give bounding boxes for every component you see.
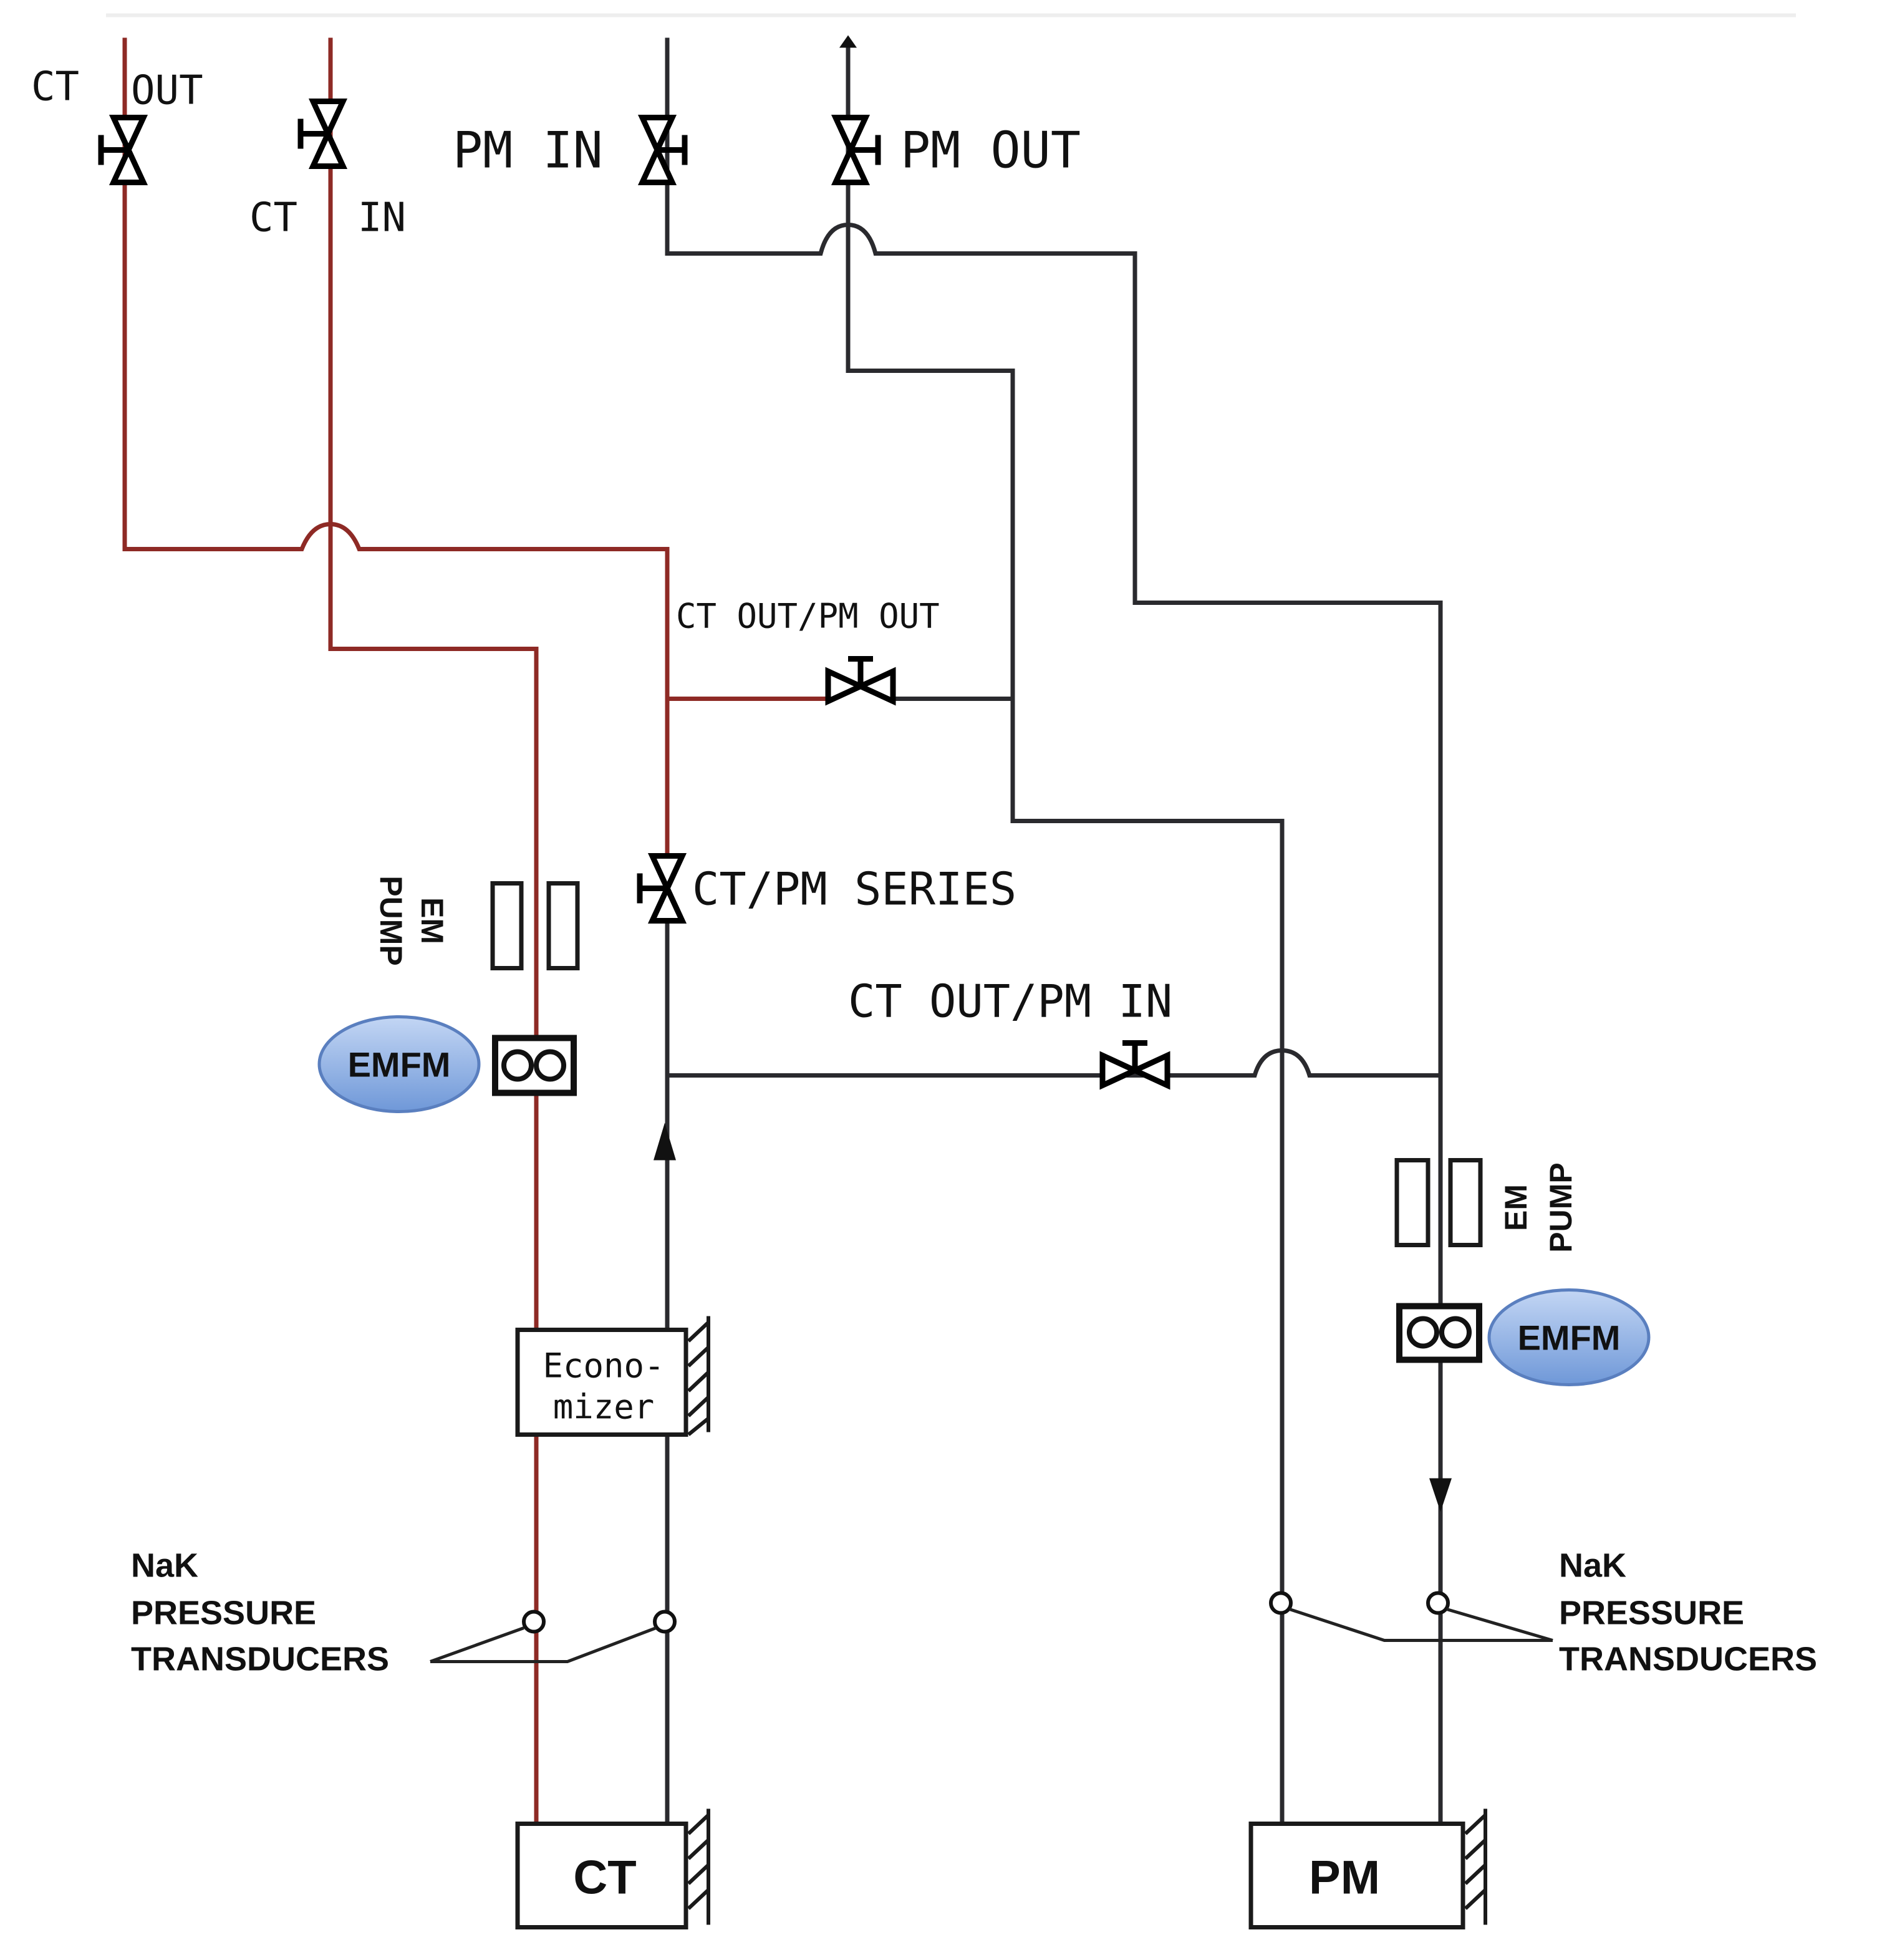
pm-in-valve-icon[interactable] (642, 118, 685, 183)
pm-out-label: PM OUT (900, 122, 1081, 180)
left-emfm-label: EMFM (348, 1045, 451, 1084)
left-transducer-1-icon[interactable] (522, 1610, 546, 1634)
flowmeter-coil-icon (501, 1049, 534, 1082)
left-transducer-label-2: PRESSURE (131, 1595, 316, 1632)
left-transducer-leader (430, 1626, 657, 1663)
left-flowmeter[interactable] (492, 1035, 577, 1096)
right-emfm-badge[interactable] (1487, 1288, 1651, 1386)
ct-pm-series-label: CT/PM SERIES (692, 863, 1016, 915)
ct-pm-series-valve-icon[interactable] (640, 856, 682, 921)
right-transducer-2-icon[interactable] (1426, 1591, 1450, 1615)
right-transducer-label-2: PRESSURE (1559, 1595, 1744, 1632)
pump-label: PUMP (1543, 1162, 1578, 1252)
pm-tank-label: PM (1309, 1851, 1380, 1904)
ct-tank[interactable] (515, 1822, 688, 1929)
pm-ground-hatch-icon (1464, 1808, 1487, 1925)
economizer-label-2: mizer (553, 1388, 655, 1427)
ct-ground-hatch-icon (687, 1808, 710, 1925)
ct-in-pipe (328, 37, 539, 1824)
em-pump-coil-icon (1394, 1158, 1431, 1247)
right-transducer-1-icon[interactable] (1269, 1591, 1293, 1615)
pm-in-pipe (665, 37, 1443, 1824)
ct-out-pm-out-label: CT OUT/PM OUT (676, 597, 940, 636)
em-label: EM (415, 897, 450, 944)
em-pump-coil-icon (490, 881, 524, 970)
em-label: EM (1498, 1184, 1533, 1231)
pm-out-pipe (846, 44, 1285, 1824)
left-transducer-label-1: NaK (131, 1547, 198, 1585)
right-transducer-label-1: NaK (1559, 1547, 1626, 1585)
ct-in-label-in: IN (358, 195, 406, 241)
ct-out-pm-out-valve-icon[interactable] (828, 659, 893, 702)
pm-in-label: PM IN (453, 122, 603, 180)
ct-in-valve-icon[interactable] (301, 102, 343, 167)
flow-arrow-down-icon (1429, 1478, 1452, 1512)
flowmeter-coil-icon (534, 1049, 566, 1082)
economizer-box[interactable] (515, 1328, 688, 1437)
flowmeter-coil-icon (1407, 1316, 1439, 1349)
economizer-ground-hatch-icon (687, 1316, 710, 1436)
flowmeter-body-icon (1396, 1303, 1482, 1363)
pm-out-arrow-icon (839, 35, 857, 48)
right-em-pump[interactable] (1394, 1158, 1483, 1247)
ct-in-label-ct: CT (249, 195, 297, 241)
em-pump-coil-icon (546, 881, 580, 970)
right-transducer-label-3: TRANSDUCERS (1559, 1641, 1817, 1678)
ct-out-pm-in-pipe (667, 1048, 1440, 1078)
left-em-pump[interactable] (490, 881, 580, 970)
left-transducer-2-icon[interactable] (653, 1610, 677, 1634)
flow-arrow-up-icon (654, 1122, 676, 1161)
ct-out-pm-in-valve-icon[interactable] (1103, 1043, 1167, 1086)
ct-out-valve-icon[interactable] (101, 118, 143, 183)
ct-out-label-out: OUT (131, 68, 203, 114)
ct-tank-label: CT (573, 1851, 636, 1904)
left-transducer-label-3: TRANSDUCERS (131, 1641, 389, 1678)
right-emfm-label: EMFM (1518, 1318, 1621, 1358)
right-transducer-leader (1289, 1608, 1553, 1642)
pm-out-valve-icon[interactable] (836, 118, 878, 183)
right-em-pump-label: EM PUMP (1498, 1162, 1578, 1252)
em-pump-coil-icon (1448, 1158, 1483, 1247)
left-em-pump-label: EM PUMP (374, 876, 450, 965)
economizer-label-1: Econo- (543, 1346, 664, 1386)
flowmeter-coil-icon (1439, 1316, 1472, 1349)
left-emfm-badge[interactable] (317, 1015, 481, 1113)
pump-label: PUMP (374, 876, 408, 965)
pm-tank[interactable] (1248, 1822, 1465, 1929)
ct-out-pm-in-label: CT OUT/PM IN (848, 975, 1172, 1028)
right-flowmeter[interactable] (1396, 1303, 1482, 1363)
ct-out-label-ct: CT (31, 64, 79, 110)
